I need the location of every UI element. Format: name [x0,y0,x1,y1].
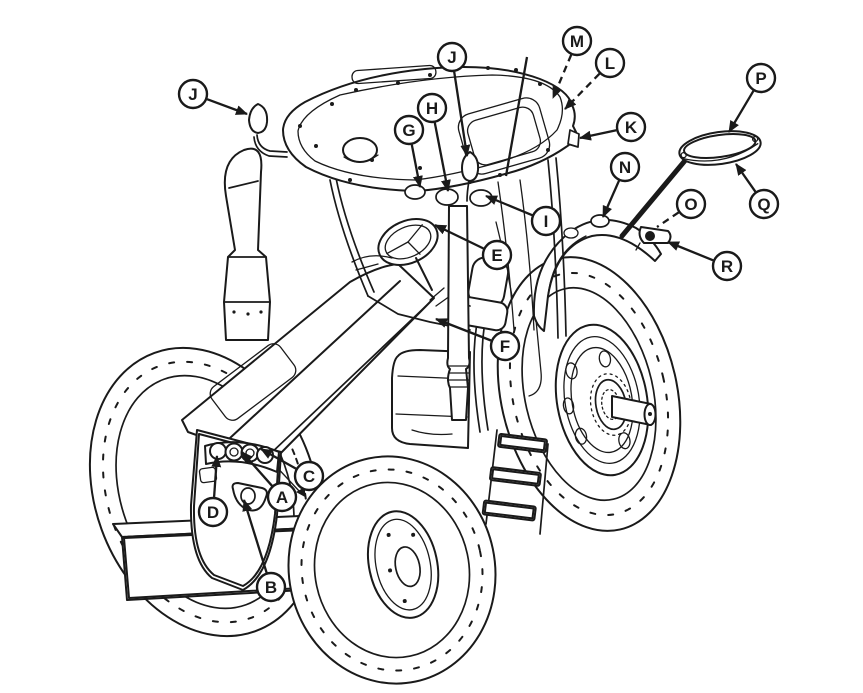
callout-circle-J [177,78,209,110]
cab-steps [473,315,549,535]
callout-circle-D [197,496,229,528]
callout-letter-B: B [265,578,277,597]
callout-L: L [564,47,626,110]
leader-line-K [579,129,617,141]
leader-line-O [656,211,680,228]
exhaust-stack [223,147,271,341]
tow-hook [231,482,268,512]
mirror-arm [619,154,691,239]
callout-circle-R [711,250,743,282]
intake-pipe [446,205,471,421]
callout-layer: A B C D E F GH I J J K L M N O P Q R [177,25,780,603]
callout-I: I [485,194,562,237]
callout-letter-J: J [188,85,197,104]
tractor-illustration [88,64,762,685]
callout-letter-P: P [755,69,766,88]
leader-line-I [485,194,533,217]
steering-wheel [377,218,439,266]
callout-circle-E [481,239,513,271]
callout-circle-Q [748,188,780,220]
leader-line-F [435,317,492,342]
callout-D: D [197,455,229,528]
callout-R: R [667,240,743,282]
callout-letter-O: O [684,195,697,214]
callout-circle-M [561,25,593,57]
callout-J: J [436,41,471,157]
callout-letter-K: K [625,118,638,137]
callout-K: K [579,111,647,143]
leader-line-C [260,447,297,470]
callout-circle-L [594,47,626,79]
mirror [619,130,762,239]
leader-line-J [453,71,471,157]
callout-letter-F: F [500,337,510,356]
callout-circle-G [393,114,425,146]
leader-line-A [241,451,273,487]
callout-circle-F [489,330,521,362]
leader-line-R [667,240,714,262]
callout-letter-D: D [207,503,219,522]
callout-C: C [260,447,325,492]
callout-P: P [728,62,777,133]
callout-letter-E: E [491,246,502,265]
callout-letter-R: R [721,257,733,276]
callout-circle-H [416,92,448,124]
leader-line-B [242,499,268,574]
callout-circle-N [609,151,641,183]
callout-O: O [656,188,707,228]
front-wheel [287,455,497,685]
callout-G: G [393,114,425,188]
callout-letter-J: J [447,48,456,67]
callout-circle-K [615,111,647,143]
leader-line-J [206,98,248,116]
callout-circle-I [530,205,562,237]
beacon-light [248,103,288,158]
callout-M: M [551,25,593,99]
fender-marker-light [590,214,610,228]
rear-fender [528,214,672,397]
callout-circle-B [255,571,287,603]
callout-letter-Q: Q [757,195,770,214]
leader-line-N [601,180,621,218]
callout-N: N [601,151,641,218]
roof-bolts [298,66,550,184]
callout-circle-J [436,41,468,73]
roof-corner-light [567,129,580,148]
callout-letter-C: C [303,467,315,486]
callout-letter-N: N [619,158,631,177]
callout-letter-I: I [544,212,549,231]
callout-circle-P [745,62,777,94]
callout-J: J [177,78,248,116]
callout-letter-G: G [402,121,415,140]
callout-E: E [434,223,513,271]
callout-letter-H: H [426,99,438,118]
callout-circle-O [675,188,707,220]
roof-antenna [461,151,480,202]
rear-axle [611,395,657,426]
leader-line-L [564,72,601,110]
unlabeled-leader-line-1 [504,56,529,177]
callout-circle-A [266,481,298,513]
leader-line-E [434,223,485,250]
callout-F: F [435,317,521,362]
leader-line-Q [735,163,757,193]
leader-line-G [410,144,423,188]
leader-line-M [551,54,573,99]
callout-letter-L: L [605,54,615,73]
leader-line-D [211,455,222,498]
callout-circle-C [293,460,325,492]
callout-Q: Q [735,163,780,220]
gps-dome [342,137,379,163]
leader-line-H [433,122,451,192]
callout-B: B [242,499,287,603]
cab-roof [248,64,580,207]
leader-line-P [728,90,755,133]
callout-H: H [416,92,451,192]
callout-letter-M: M [570,32,584,51]
callout-letter-A: A [276,488,288,507]
callout-A: A [241,451,298,513]
